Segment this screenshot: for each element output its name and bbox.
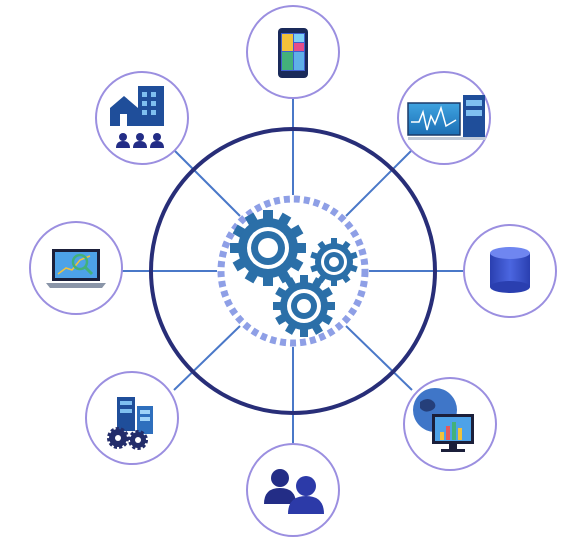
office-buildings-people-icon bbox=[110, 86, 164, 148]
users-icon bbox=[264, 469, 324, 514]
peripheral-nodes bbox=[29, 5, 557, 537]
spoke-top-right bbox=[345, 149, 413, 217]
node-bottom-right bbox=[403, 377, 497, 471]
monitoring-workstation-icon bbox=[407, 95, 486, 140]
node-bottom-left bbox=[85, 371, 179, 465]
node-left bbox=[29, 221, 123, 315]
node-top-left bbox=[95, 71, 189, 165]
spoke-top-left bbox=[173, 149, 241, 217]
smartphone-icon bbox=[278, 28, 308, 78]
node-bottom bbox=[246, 443, 340, 537]
spoke-bottom-right bbox=[345, 325, 413, 391]
spoke-bottom-left bbox=[173, 325, 241, 391]
laptop-analytics-icon bbox=[46, 249, 106, 288]
global-analytics-monitor-icon bbox=[413, 388, 474, 452]
node-ring bbox=[246, 443, 340, 537]
spokes bbox=[122, 90, 464, 448]
hub-dashed-ring bbox=[217, 195, 369, 347]
node-top-right bbox=[397, 71, 491, 165]
central-hub bbox=[149, 127, 437, 415]
hub-outer-ring bbox=[149, 127, 437, 415]
node-right bbox=[463, 224, 557, 318]
server-gears-icon bbox=[107, 397, 153, 450]
node-top bbox=[246, 5, 340, 99]
gears-icon bbox=[230, 210, 358, 337]
database-icon bbox=[490, 247, 530, 293]
